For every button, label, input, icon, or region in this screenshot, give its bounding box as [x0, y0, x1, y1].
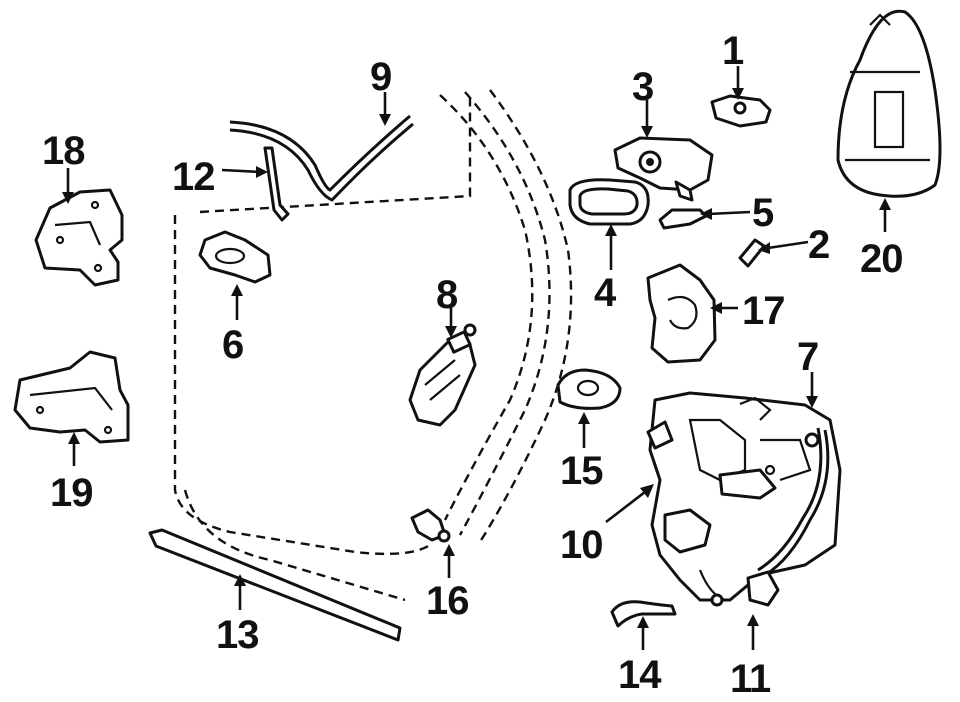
- callout-5: 5: [752, 191, 774, 235]
- callout-14: 14: [618, 653, 662, 697]
- part-11-rod-clip: [746, 427, 830, 607]
- part-16-bumper: [410, 508, 451, 543]
- part-9-window-channel: [229, 114, 414, 202]
- callout-12: 12: [172, 155, 215, 199]
- callout-10: 10: [560, 523, 603, 567]
- part-8-lock-actuator: [408, 323, 477, 427]
- part-7-latch-assembly: [646, 391, 842, 607]
- part-14-clip: [610, 600, 677, 628]
- part-6-clip: [198, 230, 272, 284]
- part-12-rod: [263, 146, 290, 222]
- part-15-grommet: [556, 368, 622, 410]
- callout-3: 3: [632, 65, 653, 109]
- part-3-lock-cylinder: [613, 136, 714, 202]
- callout-18: 18: [42, 129, 85, 173]
- part-19-lower-hinge: [13, 350, 130, 444]
- callout-numbers: 1 2 3 4 5 6 7 8 9 10 11 12 13 14 15 16 1…: [42, 29, 904, 701]
- callout-1: 1: [722, 29, 744, 73]
- callout-19: 19: [50, 471, 93, 515]
- callout-7: 7: [797, 335, 818, 379]
- part-1-switch: [710, 94, 772, 128]
- callout-20: 20: [860, 237, 903, 281]
- callout-9: 9: [370, 55, 391, 99]
- part-13-weatherstrip: [148, 528, 402, 642]
- part-4-outside-handle: [568, 178, 650, 226]
- part-18-upper-hinge: [34, 188, 124, 287]
- callout-17: 17: [742, 289, 785, 333]
- part-17-pad: [646, 263, 717, 364]
- callout-15: 15: [560, 449, 603, 493]
- part-20-caution-label: [836, 9, 942, 198]
- leader-arrows: [62, 66, 891, 650]
- callout-13: 13: [216, 613, 259, 657]
- door-shell-outline: [173, 89, 573, 602]
- callout-6: 6: [222, 323, 243, 367]
- callout-11: 11: [730, 657, 771, 701]
- callout-2: 2: [808, 223, 829, 267]
- callout-4: 4: [594, 271, 617, 315]
- callout-8: 8: [436, 273, 458, 317]
- part-5-clip: [658, 208, 708, 230]
- part-2-pin: [738, 238, 766, 268]
- callout-16: 16: [426, 579, 469, 623]
